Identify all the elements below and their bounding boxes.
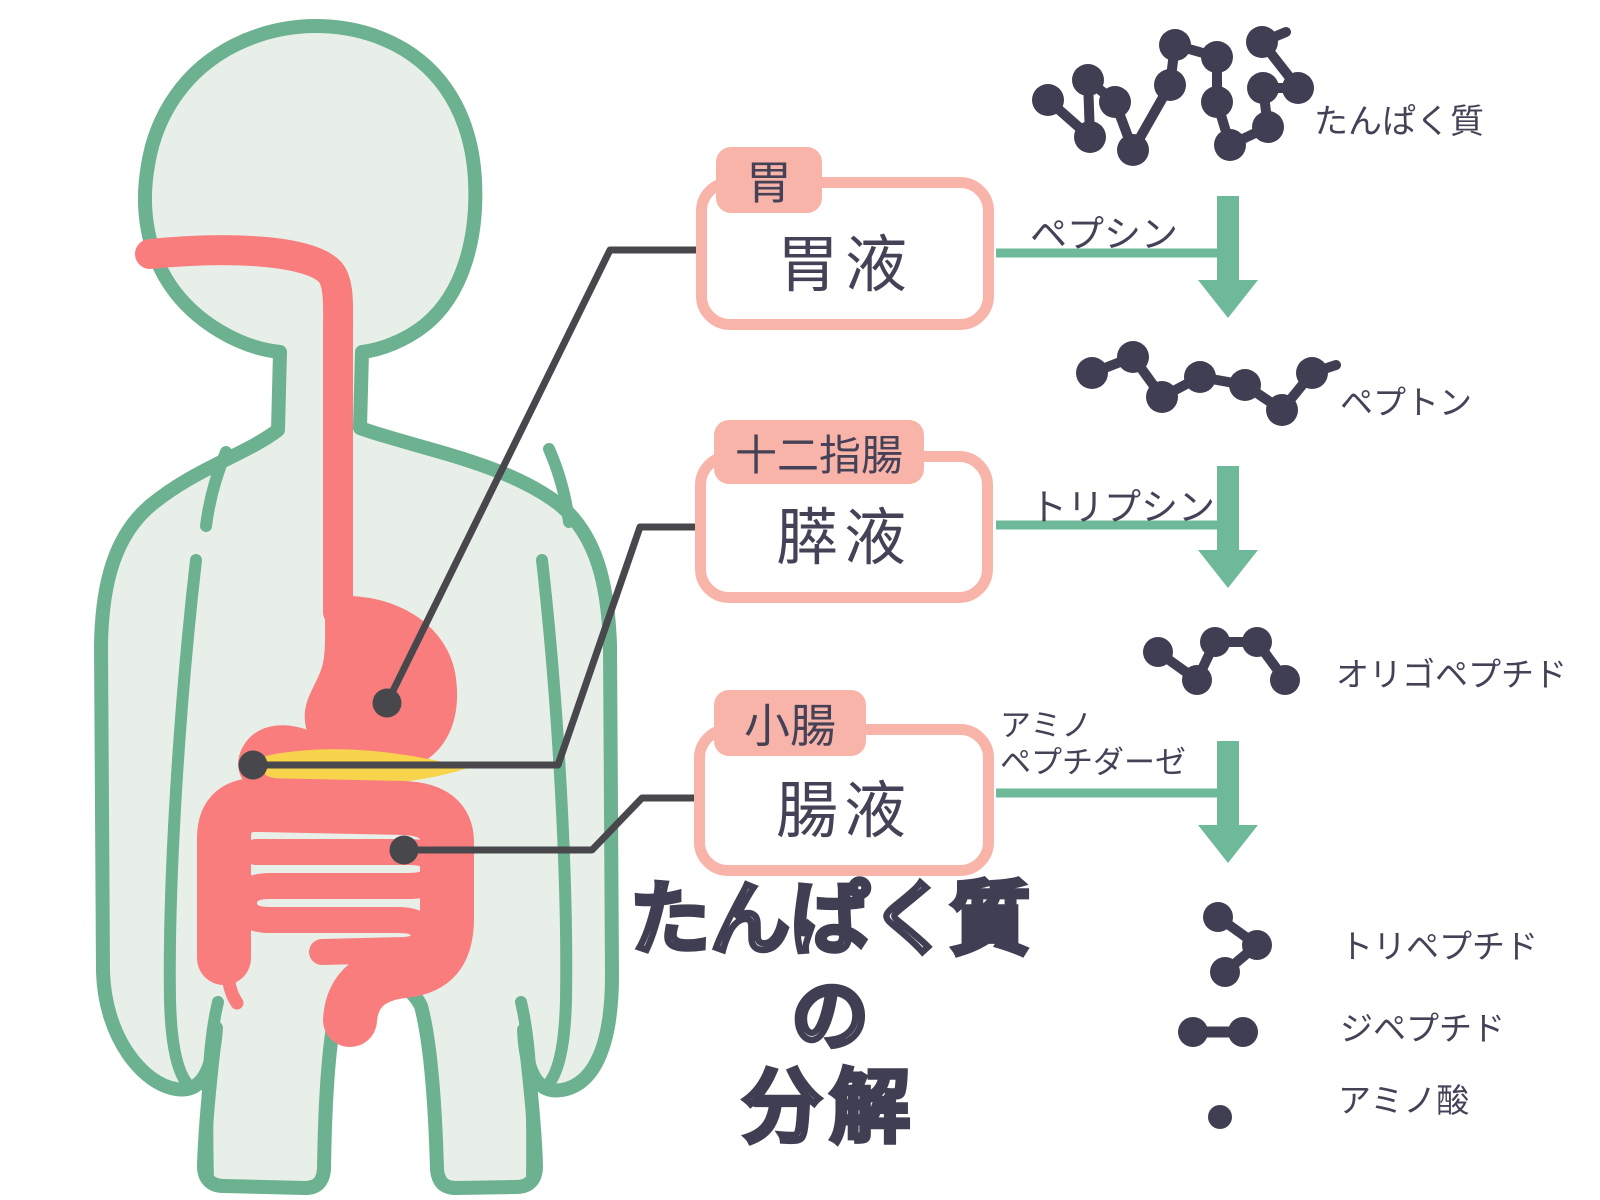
stomach-connector-line [383, 246, 704, 707]
duodenum-organ-tag: 十二指腸 [714, 420, 924, 484]
left-hip-line [201, 996, 224, 1186]
small-intestine-marker-dot [389, 835, 419, 865]
molecules-layer [1032, 26, 1341, 1129]
oligopeptide-label: オリゴペプチド [1336, 655, 1567, 694]
peptone-label: ペプトン [1340, 383, 1472, 422]
diagram-title: たんぱく質 の 分解 [610, 873, 1050, 1154]
arrow-down-2 [1198, 466, 1258, 588]
aminopeptidase-enzyme-line2: ペプチダーゼ [1000, 744, 1186, 781]
connector-lines [249, 246, 704, 854]
diagram-title-line2: の [789, 972, 871, 1062]
tripeptide-molecule [1203, 902, 1272, 987]
duodenum-fluid-label: 膵液 [775, 501, 912, 574]
diagram-title-line1: たんぱく質 [628, 873, 1032, 966]
diagram-title-line3: 分解 [740, 1061, 918, 1154]
large-intestine [197, 778, 474, 1047]
stomach-organ-tag-label: 胃 [746, 156, 792, 210]
duodenum-connector-line [249, 523, 704, 769]
stomach-fluid-box: 胃液 [696, 177, 994, 330]
dipeptide-molecule [1178, 1017, 1258, 1047]
oligopeptide-molecule [1143, 627, 1300, 695]
protein-label: たんぱく質 [1314, 102, 1484, 142]
stomach-fluid-label: 胃液 [776, 227, 913, 301]
esophagus [135, 235, 354, 627]
dipeptide-label: ジペプチド [1340, 1009, 1505, 1048]
enzyme-lines [996, 248, 1228, 798]
arrow-down-3 [1198, 741, 1258, 863]
small-intestine-organ-tag: 小腸 [714, 690, 866, 756]
right-shoulder-crease [543, 443, 575, 528]
body-detail-lines [163, 443, 575, 1186]
stomach-organ-tag: 胃 [716, 147, 822, 213]
tripeptide-label: トリペプチド [1340, 927, 1538, 966]
amino-acid-molecule [1208, 1105, 1232, 1129]
stomach-marker-dot [372, 688, 402, 718]
aminopeptidase-enzyme-label: アミノ ペプチダーゼ [1000, 708, 1186, 781]
small-intestine-organ-tag-label: 小腸 [744, 699, 836, 753]
protein-molecule [1032, 26, 1314, 166]
left-arm-inner-line [163, 554, 202, 1088]
small-intestine-connector-line [400, 794, 704, 854]
duodenum-organ-tag-label: 十二指腸 [734, 430, 903, 480]
aminopeptidase-enzyme-line1: アミノ [1000, 708, 1093, 744]
connector-dots [238, 688, 419, 865]
right-arm-inner-line [536, 554, 573, 1088]
appendix [221, 943, 244, 1010]
arrow-down-1 [1198, 196, 1258, 318]
pepsin-enzyme-label: ペプシン [1030, 213, 1178, 256]
peptone-molecule [1076, 341, 1341, 426]
right-hip-line [515, 996, 539, 1186]
down-arrows [1198, 196, 1258, 863]
trypsin-enzyme-label: トリプシン [1030, 486, 1215, 529]
amino-acid-label: アミノ酸 [1338, 1081, 1470, 1120]
small-intestine [231, 839, 449, 965]
left-shoulder-crease [200, 446, 232, 532]
duodenum-marker-dot [238, 750, 268, 780]
small-intestine-fluid-label: 腸液 [775, 774, 912, 847]
